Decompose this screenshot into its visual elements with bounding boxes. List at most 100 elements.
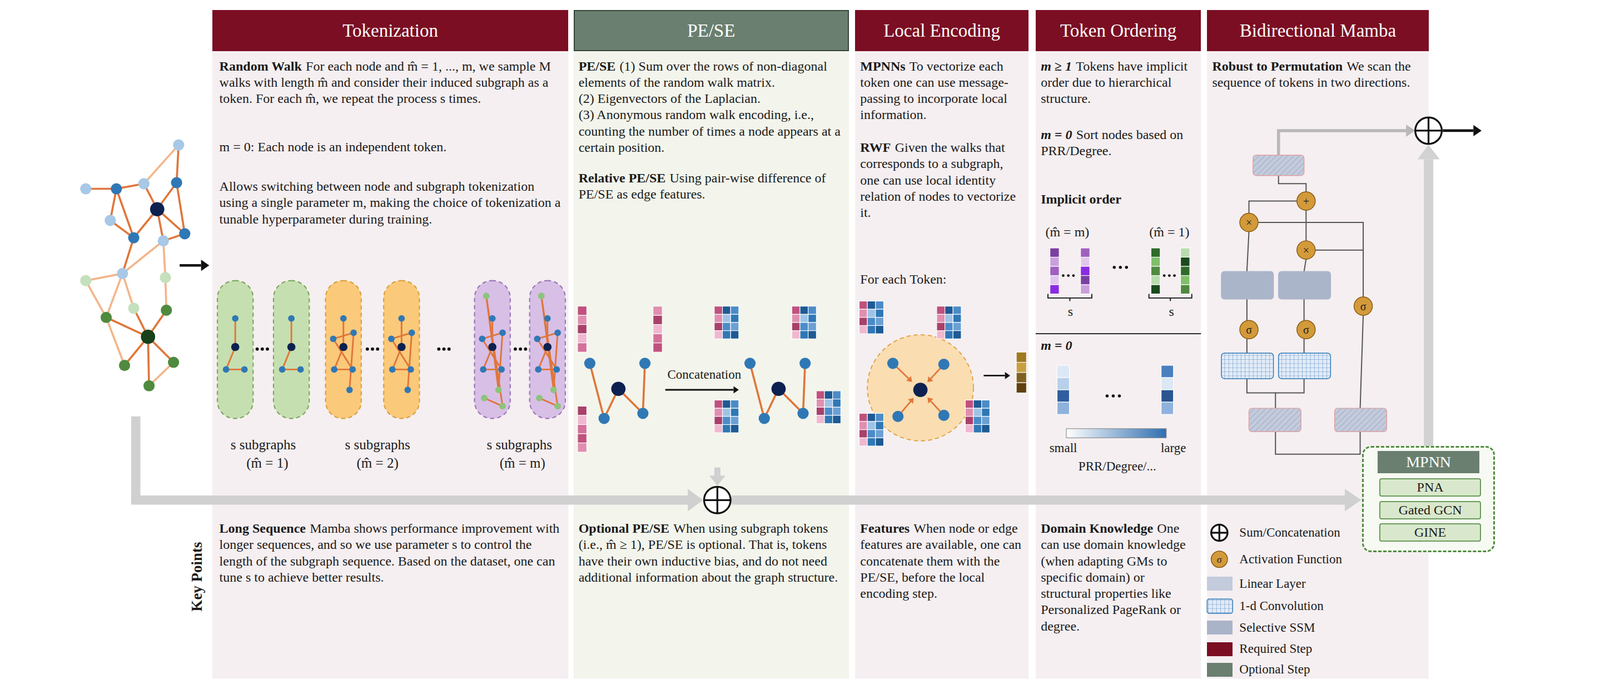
- feature-square: [722, 306, 732, 315]
- feature-square: [722, 314, 732, 323]
- feature-square: [816, 406, 825, 416]
- lead-term: PE/SE: [578, 58, 616, 74]
- ellipsis-dot: [442, 347, 446, 351]
- wire: [1278, 175, 1307, 192]
- arrow-head: [1417, 145, 1440, 160]
- lead-term: MPNNs: [860, 58, 906, 74]
- subgraph-node: [241, 366, 248, 374]
- subgraph-token: [474, 280, 511, 419]
- panel-ground: [573, 10, 850, 679]
- linear-layer: [1253, 155, 1305, 176]
- ellipsis-dot: [518, 347, 523, 351]
- feature-square: [867, 317, 876, 326]
- caption-label: s subgraphs: [487, 436, 553, 453]
- lead-term: Random Walk: [219, 58, 302, 74]
- legend-text: Sum/Concatenation: [1239, 525, 1340, 540]
- column-header: Token Ordering: [1035, 10, 1201, 51]
- lead-term: m ≥ 1: [1040, 58, 1072, 74]
- text-group: For each Token:: [860, 271, 1025, 288]
- feature-square: [952, 306, 962, 315]
- feature-square: [824, 415, 833, 424]
- graph-node: [110, 182, 122, 195]
- feature-square: [875, 325, 884, 334]
- feature-square: [722, 424, 732, 433]
- wire: [1315, 249, 1364, 251]
- subgraph-node: [231, 315, 239, 322]
- feature-square: [832, 399, 842, 408]
- column-panel: Local EncodingMPNNsTo vectorize each tok…: [855, 10, 1029, 679]
- output-line: [1278, 130, 1409, 156]
- subgraph-node: [544, 315, 551, 322]
- wire: [1303, 299, 1305, 321]
- body-text: (1) Sum over the rows of non-diagonal el…: [578, 58, 828, 90]
- feature-square: [824, 406, 833, 416]
- feature-square: [1016, 351, 1027, 362]
- subgraph-node: [495, 386, 503, 394]
- caption-label: (m̂ = 1): [1149, 224, 1190, 240]
- column-header: Local Encoding: [855, 10, 1029, 51]
- legend-text: Linear Layer: [1239, 576, 1306, 591]
- feature-square: [875, 437, 884, 446]
- operator-circle: [1297, 240, 1316, 260]
- output-arrow: [1442, 129, 1474, 133]
- subgraph-edge: [349, 332, 354, 390]
- feature-square: [714, 408, 723, 417]
- legend-sum-symbol: [1211, 524, 1228, 541]
- mpnn-option-box: PNA: [1379, 478, 1482, 497]
- subgraph-node: [398, 315, 405, 322]
- subgraph-node: [279, 366, 286, 374]
- feature-square: [1180, 256, 1191, 267]
- feature-square: [952, 322, 962, 331]
- legend-text: Required Step: [1239, 641, 1313, 657]
- feature-square: [1016, 362, 1027, 373]
- walk-node: [771, 381, 787, 396]
- subgraph-node: [488, 343, 497, 352]
- paragraph: m ≥ 1Tokens have implicit order due to h…: [1040, 58, 1199, 108]
- graph-node: [157, 235, 170, 247]
- encode-arrow: [983, 374, 1005, 377]
- feature-square: [808, 306, 817, 315]
- wire: [1303, 338, 1305, 354]
- feature-square: [808, 314, 817, 323]
- lead-term: Domain Knowledge: [1040, 520, 1154, 536]
- feature-square: [875, 317, 884, 326]
- subgraph-node: [478, 335, 486, 342]
- subgraph-node: [408, 329, 416, 336]
- legend-swatch: [1206, 662, 1233, 677]
- lead-term: Robust to Permutation: [1212, 58, 1344, 74]
- ellipsis-dot: [1125, 265, 1129, 270]
- feature-square: [714, 330, 723, 340]
- feature-square: [936, 322, 946, 331]
- feature-square: [808, 322, 817, 331]
- caption-label: s subgraphs: [344, 436, 410, 453]
- feature-square: [1161, 401, 1174, 415]
- subgraph-node: [407, 366, 415, 374]
- feature-square: [791, 306, 800, 315]
- flow-line: [714, 467, 721, 477]
- ellipsis-dot: [1071, 274, 1075, 277]
- feature-square: [875, 413, 884, 422]
- subgraph-token: [383, 280, 420, 419]
- feature-square: [952, 314, 962, 323]
- ellipsis-dot: [523, 347, 528, 351]
- legend-text: Selective SSM: [1239, 620, 1315, 635]
- walk-edge: [589, 363, 645, 419]
- text-group: Domain KnowledgeOne can use domain knowl…: [1040, 520, 1199, 635]
- subgraph-node: [489, 315, 496, 322]
- feature-square: [867, 421, 876, 430]
- graph-edge: [106, 273, 123, 318]
- symbol-label: σ: [1303, 324, 1310, 336]
- subgraph-token: [273, 280, 310, 419]
- feature-square: [1050, 284, 1060, 295]
- graph-edge: [106, 317, 125, 366]
- feature-square: [1150, 275, 1161, 286]
- graph-node: [127, 232, 139, 244]
- feature-square: [653, 315, 663, 325]
- feature-square: [867, 300, 876, 310]
- subgraph-node: [550, 386, 558, 394]
- conv-1d: [1278, 353, 1331, 379]
- arrow-head: [733, 386, 739, 394]
- flow-head: [709, 475, 726, 486]
- mpnn-box: MPNNPNAGated GCNGINE: [1362, 445, 1495, 553]
- subgraph-node: [397, 343, 406, 352]
